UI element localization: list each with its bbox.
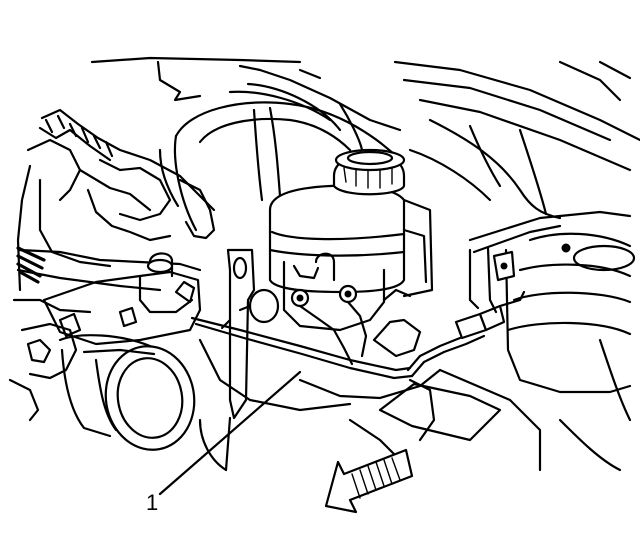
brake-lines: [190, 288, 526, 380]
abs-harness: [8, 108, 216, 422]
master-cylinder-reservoir: [268, 148, 434, 298]
callout-number: 1: [146, 490, 158, 515]
callout-leader-line: [158, 370, 302, 496]
abs-modulator: [42, 252, 202, 451]
firewall-lines: [90, 56, 640, 172]
direction-arrow: [324, 448, 414, 514]
strut-tower: [468, 210, 636, 394]
brake-booster: [158, 82, 562, 232]
master-cylinder-body: [220, 248, 386, 420]
lower-frame: [198, 338, 632, 472]
